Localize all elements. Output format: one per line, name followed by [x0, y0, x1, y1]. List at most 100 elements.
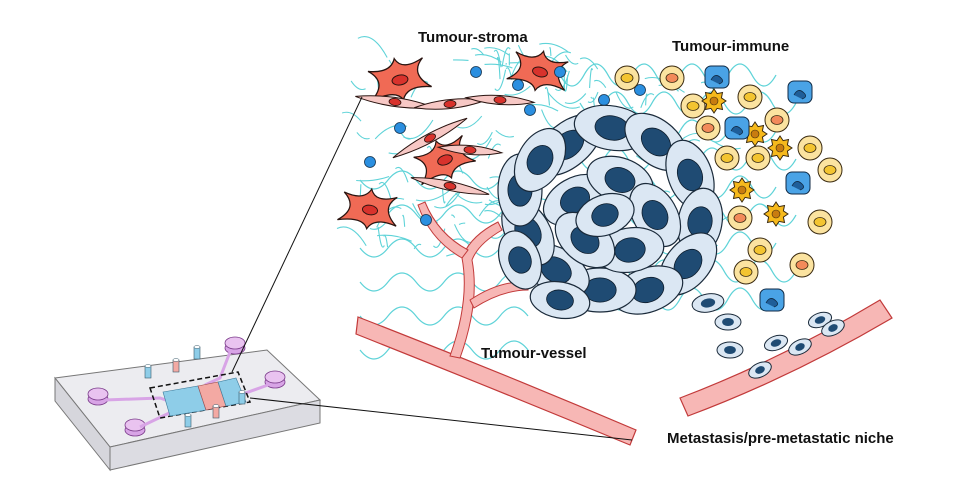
ecm-fibre [594, 80, 606, 87]
ecm-fibre [357, 132, 370, 138]
dendritic-cell [725, 117, 749, 139]
lymphocyte [738, 85, 762, 109]
molecule [555, 67, 566, 78]
ecm-fibre [459, 223, 465, 224]
lymphocyte-nucleus [771, 116, 783, 125]
ecm-fibre [590, 69, 593, 88]
ecm-fibre [550, 48, 551, 56]
macrophage-nucleus [772, 210, 780, 218]
ecm-fibre [453, 60, 468, 61]
dendritic-cell [705, 66, 729, 88]
circulating-tumour-cell [762, 332, 789, 353]
lymphocyte-nucleus [796, 261, 808, 270]
molecule [365, 157, 376, 168]
zoom-line-top [232, 97, 362, 372]
lymphocyte-nucleus [752, 154, 764, 163]
dendritic-cell [760, 289, 784, 311]
label-tumour-immune: Tumour-immune [672, 38, 789, 55]
macrophage [702, 89, 726, 113]
metastasis-vessel-body [680, 300, 892, 416]
label-tumour-vessel: Tumour-vessel [481, 345, 587, 362]
chip-pillar-top [173, 359, 179, 362]
chip-pillar [173, 360, 179, 372]
chip-pillar-top [194, 346, 200, 349]
ecm-fibre [403, 215, 405, 226]
ctc-nucleus [722, 318, 734, 326]
chip-port-top [225, 337, 245, 349]
lymphocyte-nucleus [740, 268, 752, 277]
ecm-fibre [477, 132, 492, 144]
ecm-fibre [496, 130, 514, 137]
chip-port-top [265, 371, 285, 383]
ecm-fibre [591, 97, 593, 98]
molecule [599, 95, 610, 106]
lymphocyte-nucleus [621, 74, 633, 83]
ecm-fibre [455, 193, 482, 203]
ecm-fibre [565, 94, 586, 104]
lymphocyte-nucleus [744, 93, 756, 102]
ecm-fibre [641, 94, 654, 108]
macrophage-nucleus [710, 97, 718, 105]
ecm-fibre [545, 87, 549, 105]
lymphocyte [746, 146, 770, 170]
macrophage [764, 202, 788, 226]
ecm-fibre [378, 227, 384, 247]
lymphocyte-nucleus [687, 102, 699, 111]
spindle-cell [466, 93, 534, 107]
ecm-fibre [384, 235, 388, 247]
ecm-fibre [588, 92, 598, 102]
lymphocyte [798, 136, 822, 160]
circulating-tumour-cell [717, 342, 743, 358]
ecm-fibre [455, 224, 475, 242]
ecm-fibre [551, 52, 571, 63]
ecm-fibre [337, 227, 366, 246]
lymphocyte-nucleus [814, 218, 826, 227]
molecule [421, 215, 432, 226]
lymphocyte-nucleus [754, 246, 766, 255]
molecule [525, 105, 536, 116]
molecule [513, 80, 524, 91]
lymphocyte-nucleus [824, 166, 836, 175]
lymphocyte [734, 260, 758, 284]
lymphocyte-nucleus [702, 124, 714, 133]
ecm-fibre [358, 37, 387, 58]
chip-pillar-top [145, 365, 151, 368]
tumour-spheroid [491, 100, 728, 323]
molecule [395, 123, 406, 134]
ctc-nucleus [724, 346, 736, 354]
ecm-fibre [471, 49, 483, 55]
lymphocyte-nucleus [666, 74, 678, 83]
chip-pillar [213, 406, 219, 418]
lymphocyte [728, 206, 752, 230]
macrophage [768, 136, 792, 160]
circulating-tumour-cell [715, 314, 741, 330]
microfluidic-chip [55, 337, 320, 470]
label-tumour-stroma: Tumour-stroma [418, 29, 528, 46]
ecm-fibre [616, 92, 633, 108]
dendritic-cell [788, 81, 812, 103]
main-vessel [356, 317, 636, 445]
lymphocyte [818, 158, 842, 182]
circulating-tumour-cell [691, 291, 726, 314]
macrophage-nucleus [738, 186, 746, 194]
chip-pillar-top [185, 414, 191, 417]
lymphocyte [765, 108, 789, 132]
lymphocyte [696, 116, 720, 140]
lymphocyte [615, 66, 639, 90]
lymphocyte [715, 146, 739, 170]
lymphocyte-nucleus [804, 144, 816, 153]
lymphocyte-nucleus [734, 214, 746, 223]
macrophage-nucleus [776, 144, 784, 152]
macrophage-nucleus [751, 130, 759, 138]
chip-pillar [194, 347, 200, 359]
lymphocyte [808, 210, 832, 234]
wavy-fibre [360, 307, 528, 325]
chip-port-top [88, 388, 108, 400]
chip-pillar [239, 392, 245, 404]
ecm-fibre [548, 92, 580, 108]
ecm-fibre [351, 81, 365, 90]
chip-pillar [145, 366, 151, 378]
lymphocyte [790, 253, 814, 277]
